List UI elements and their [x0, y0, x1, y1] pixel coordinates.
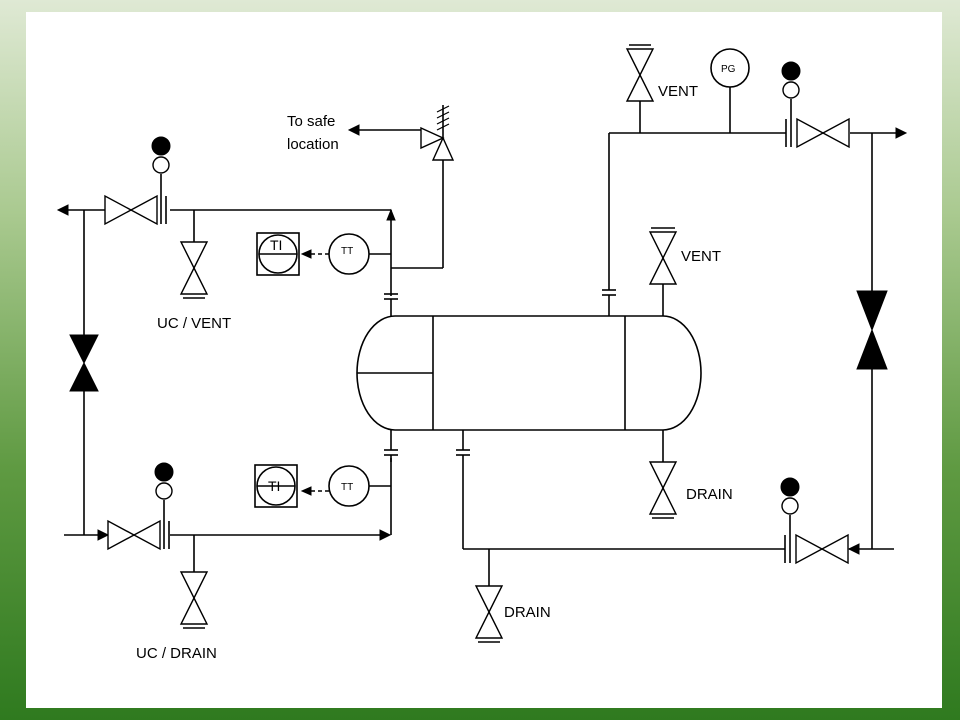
pg-label: PG	[721, 64, 736, 75]
left-top-line	[56, 160, 444, 296]
top-left-nozzle-flange	[384, 293, 398, 316]
left-bottom-line	[64, 458, 392, 541]
ti-indicator-bottom	[254, 464, 298, 508]
vent-valve-shell	[648, 227, 678, 316]
uc-drain-label: UC / DRAIN	[136, 645, 217, 662]
right-top-line	[602, 127, 908, 316]
bottom-left-nozzle-flange	[384, 430, 398, 462]
ti-indicator-top	[256, 232, 300, 276]
control-valve-bottom-left	[107, 462, 174, 551]
heat-exchanger-vessel	[356, 315, 702, 431]
to-safe-location-label-2: location	[287, 136, 339, 153]
control-valve-bottom-right	[780, 477, 849, 565]
tt-top-label: TT	[341, 246, 353, 257]
right-bypass-valve	[856, 290, 888, 370]
vent-valve-top	[625, 44, 655, 133]
control-valve-top-right	[781, 61, 850, 149]
pressure-gauge	[710, 48, 750, 133]
uc-drain-valve	[179, 535, 209, 629]
drain-valve-shell	[648, 430, 678, 519]
uc-vent-valve	[179, 210, 209, 299]
ti-top-label: TI	[270, 237, 282, 253]
drain-shell-label: DRAIN	[686, 486, 733, 503]
tt-transmitter-bottom	[300, 465, 391, 507]
relief-valve	[347, 105, 455, 161]
drain-valve-bottom	[474, 549, 504, 643]
left-bypass-valve	[69, 334, 99, 392]
vent-top-label: VENT	[658, 83, 698, 100]
tt-bottom-label: TT	[341, 482, 353, 493]
to-safe-location-label-1: To safe	[287, 113, 335, 130]
uc-vent-label: UC / VENT	[157, 315, 231, 332]
diagram-canvas: To safe location UC / VENT UC / DRAIN VE…	[26, 12, 942, 708]
drain-bottom-label: DRAIN	[504, 604, 551, 621]
right-bottom-line	[456, 430, 894, 555]
control-valve-top-left	[104, 136, 171, 226]
ti-bottom-label: TI	[268, 478, 280, 494]
tt-transmitter-top	[300, 233, 391, 275]
vent-shell-label: VENT	[681, 248, 721, 265]
